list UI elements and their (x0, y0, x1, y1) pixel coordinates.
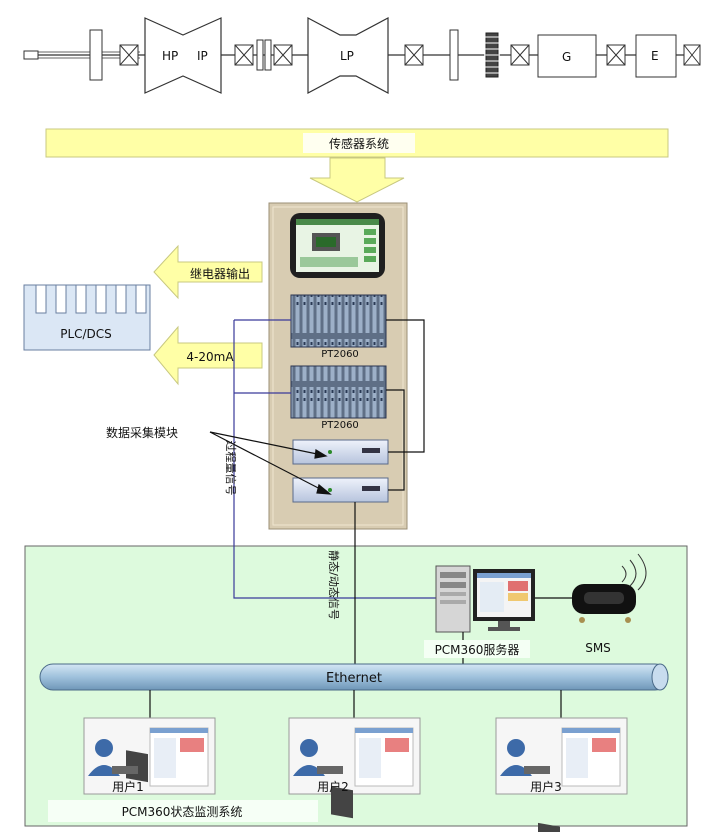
gear-wheel (484, 32, 500, 78)
pt2060-label-2: PT2060 (321, 420, 359, 431)
static-dynamic-signal-label: 静态/动态信号 (327, 550, 341, 620)
bearing-5 (510, 44, 530, 66)
hmi-screen (290, 213, 385, 278)
ethernet-bus (39, 663, 669, 691)
monitoring-cabinet: PT2060 PT2060 (268, 202, 408, 530)
process-signal-label: 过程量信号 (224, 441, 237, 496)
bearing-2 (234, 44, 254, 66)
user-3-label: 用户3 (530, 779, 562, 794)
relay-output-label: 继电器输出 (190, 266, 250, 281)
generator-box (537, 34, 597, 78)
relay-output-arrow (153, 244, 263, 300)
sensor-down-arrow (309, 157, 405, 203)
exciter-label: E (651, 49, 659, 63)
lp-label: LP (340, 49, 354, 63)
generator-label: G (562, 50, 571, 64)
analog-output-label: 4-20mA (186, 350, 234, 364)
turbine-shaft: HP IP LP G E (23, 17, 701, 94)
analog-output-arrow (153, 325, 263, 386)
acq-module-label: 数据采集模块 (106, 425, 178, 440)
system-label: PCM360状态监测系统 (122, 805, 243, 819)
rack-wiring (386, 319, 425, 491)
exciter-box (635, 34, 677, 78)
ethernet-label: Ethernet (326, 671, 382, 686)
lp-turbine (307, 17, 389, 94)
acquisition-module-2 (292, 477, 389, 503)
ip-label: IP (197, 49, 208, 63)
user-station-2 (288, 717, 421, 819)
bearing-4 (404, 44, 424, 66)
plc-dcs-label: PLC/DCS (60, 327, 112, 341)
process-signal-line (233, 319, 436, 599)
sensor-system-bar: 传感器系统 (45, 128, 669, 158)
plc-dcs-unit: PLC/DCS (23, 284, 151, 351)
system-label-bg (48, 800, 318, 822)
user-2-label: 用户2 (317, 779, 349, 794)
acq-module-pointers (209, 431, 332, 495)
sensor-system-label: 传感器系统 (329, 136, 389, 151)
pcm360-server (435, 565, 535, 633)
user-station-3 (495, 717, 628, 832)
sms-modem (572, 553, 647, 623)
sms-label: SMS (585, 641, 611, 655)
bearing-3 (273, 44, 293, 66)
bearing-7 (683, 44, 701, 66)
user-1-label: 用户1 (112, 779, 144, 794)
server-label-bg (424, 640, 530, 658)
bearing-6 (606, 44, 626, 66)
pt2060-rack-1 (290, 294, 387, 348)
bearing-1 (119, 44, 139, 66)
hp-ip-turbine (144, 17, 222, 94)
user-station-1 (83, 717, 216, 795)
pt2060-label-1: PT2060 (321, 349, 359, 360)
server-label: PCM360服务器 (435, 642, 520, 657)
pt2060-rack-2 (290, 365, 387, 419)
hp-label: HP (162, 49, 178, 63)
